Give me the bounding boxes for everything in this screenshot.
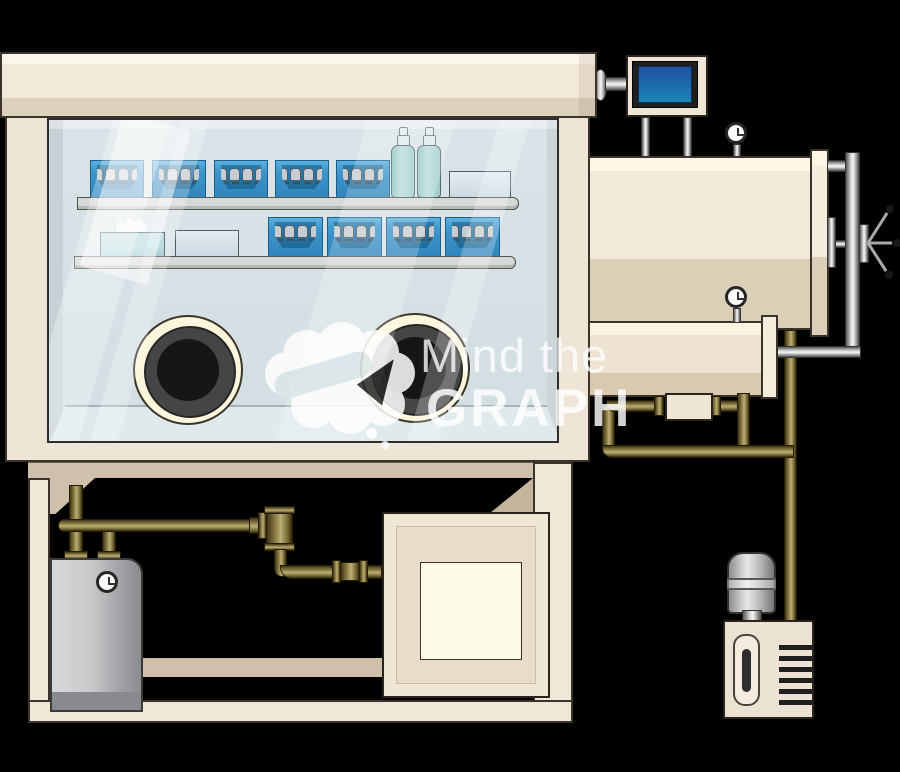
- glass-left-wall: [49, 120, 63, 441]
- bottle-body: [417, 145, 441, 198]
- vial-tray: [393, 222, 434, 248]
- pressure-gauge-lower: [725, 286, 747, 308]
- block-left-flange: [654, 396, 664, 416]
- heater-bottom-band: [52, 692, 141, 710]
- cap-highlight: [2, 54, 595, 64]
- vial-tray: [275, 222, 316, 248]
- heater-gauge: [96, 571, 118, 593]
- reagent-bottle: [417, 127, 441, 198]
- machine-door-panel: [420, 562, 522, 660]
- sample-tray-box: [214, 160, 268, 198]
- sample-tray-box: [268, 217, 323, 257]
- sample-tray-box: [386, 217, 441, 257]
- stand-horizontal-pipe: [58, 519, 256, 532]
- pump-vent-slat: [779, 700, 813, 705]
- lower-cylinder-end-cap: [761, 315, 778, 399]
- sample-tray-box: [275, 160, 329, 198]
- pump-vent-slat: [779, 667, 813, 672]
- stand-bottom-beam: [28, 700, 573, 723]
- pump-vent-slat: [779, 656, 813, 661]
- lower-cylinder-body: [585, 321, 763, 397]
- lower-shelf: [74, 256, 516, 269]
- bottom-return-pipe: [602, 445, 794, 458]
- sample-tray-box: [445, 217, 500, 257]
- pump-vent-slat: [779, 689, 813, 694]
- sample-tray-box: [327, 217, 382, 257]
- pump-vent-slat: [779, 645, 813, 650]
- glove-port-core: [157, 339, 219, 401]
- vial-tray: [343, 165, 383, 189]
- glass-right-wall: [547, 120, 557, 441]
- vial-tray: [221, 165, 261, 189]
- pump-sight-slot: [742, 649, 751, 692]
- cap-right-bevel: [579, 54, 595, 116]
- monitor-screen: [638, 66, 692, 103]
- cap-shadow-band: [2, 98, 595, 116]
- glovebox-top-cap: [0, 52, 597, 118]
- pressure-gauge-top: [725, 122, 747, 144]
- pump-canister-band: [727, 578, 776, 590]
- chamber-highlight: [587, 158, 810, 171]
- end-cap-shadow: [812, 257, 827, 335]
- pump-canister: [727, 552, 776, 614]
- stand-top-band: [28, 462, 573, 478]
- upper-shelf: [77, 197, 519, 210]
- tee-body: [266, 511, 293, 547]
- vial-tray: [452, 222, 493, 248]
- glass-ceiling-strip: [49, 120, 557, 129]
- valve-fitting-block: [665, 393, 713, 421]
- vial-tray: [282, 165, 322, 189]
- stand-left-leg: [28, 478, 50, 723]
- vial-tray: [334, 222, 375, 248]
- wheel-rod: [835, 240, 846, 248]
- lower-gauge-stem: [733, 308, 741, 323]
- end-cap-highlight: [812, 151, 827, 166]
- pump-vent-slat: [779, 678, 813, 683]
- tee-top-flange: [264, 506, 295, 514]
- coupler-body: [340, 562, 360, 581]
- supply-box: [449, 171, 511, 198]
- coupler-flange: [359, 560, 368, 583]
- hand-wheel-spokes: [866, 204, 900, 280]
- stand-corner-bevel-right: [490, 478, 533, 513]
- sample-tray-box: [336, 160, 390, 198]
- supply-box: [175, 230, 239, 257]
- glove-port-left: [133, 315, 243, 425]
- lower-cylinder-shadow: [587, 373, 761, 395]
- lower-cylinder-highlight: [587, 323, 761, 335]
